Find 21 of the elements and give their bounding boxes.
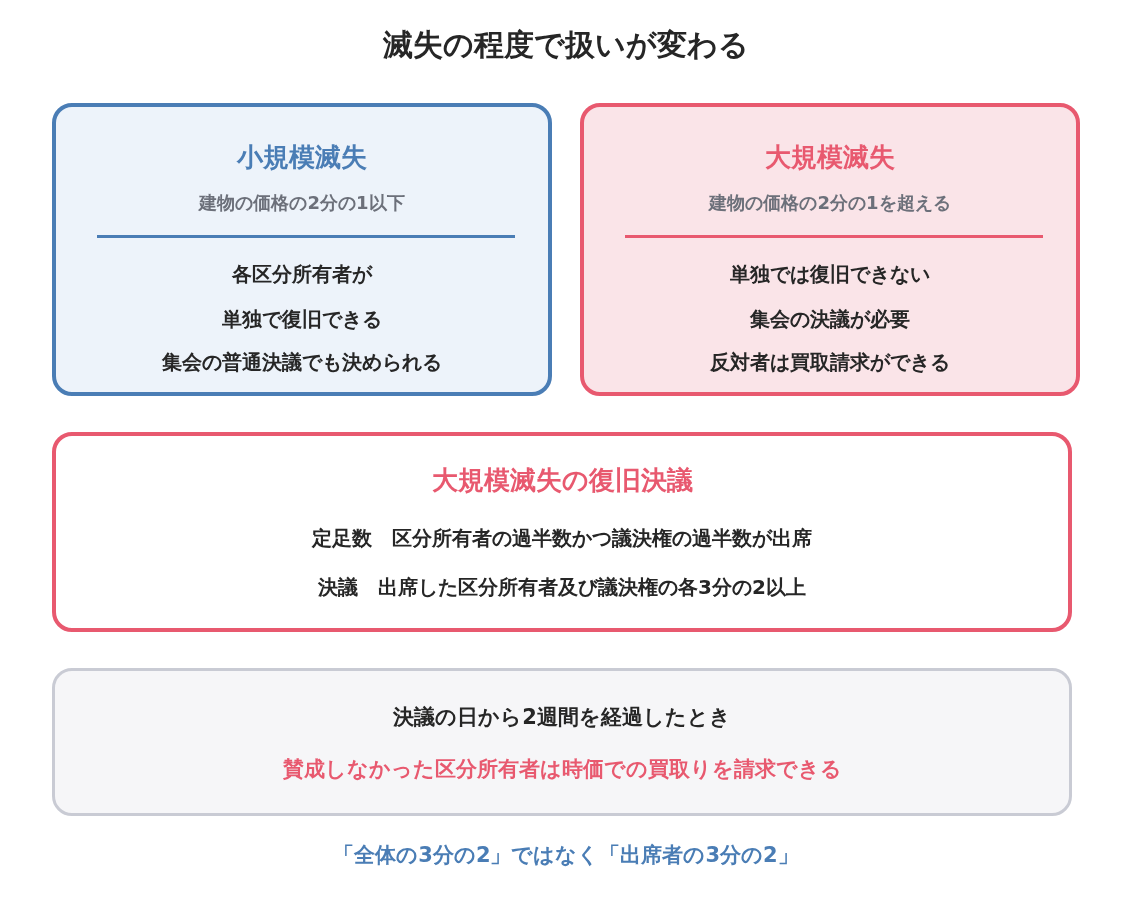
card-heading: 小規模滅失 (237, 140, 367, 174)
card-text: 決議の日から2週間を経過したとき (393, 703, 731, 731)
card-text: 単独で復旧できる (222, 306, 382, 332)
card-text: 反対者は買取請求ができる (710, 349, 950, 375)
card-text: 賛成しなかった区分所有者は時価での買取りを請求できる (282, 755, 842, 783)
info-card (52, 432, 1072, 632)
card-text: 定足数 区分所有者の過半数かつ議決権の過半数が出席 (312, 525, 812, 551)
card-text: 集会の決議が必要 (750, 306, 910, 332)
info-card (52, 668, 1072, 816)
info-card (580, 103, 1080, 396)
info-card (52, 103, 552, 396)
card-heading: 大規模滅失の復旧決議 (431, 463, 693, 497)
page-title: 滅失の程度で扱いが変わる (383, 26, 749, 64)
card-text: 決議 出席した区分所有者及び議決権の各3分の2以上 (318, 574, 806, 600)
card-heading: 大規模滅失 (765, 140, 895, 174)
caption-text: 「全体の3分の2」ではなく「出席者の3分の2」 (333, 841, 799, 869)
card-text: 集会の普通決議でも決められる (162, 349, 442, 375)
card-subtitle: 建物の価格の2分の1以下 (199, 191, 405, 215)
card-subtitle: 建物の価格の2分の1を超える (709, 191, 951, 215)
card-text: 単独では復旧できない (730, 261, 930, 287)
card-text: 各区分所有者が (232, 261, 372, 287)
